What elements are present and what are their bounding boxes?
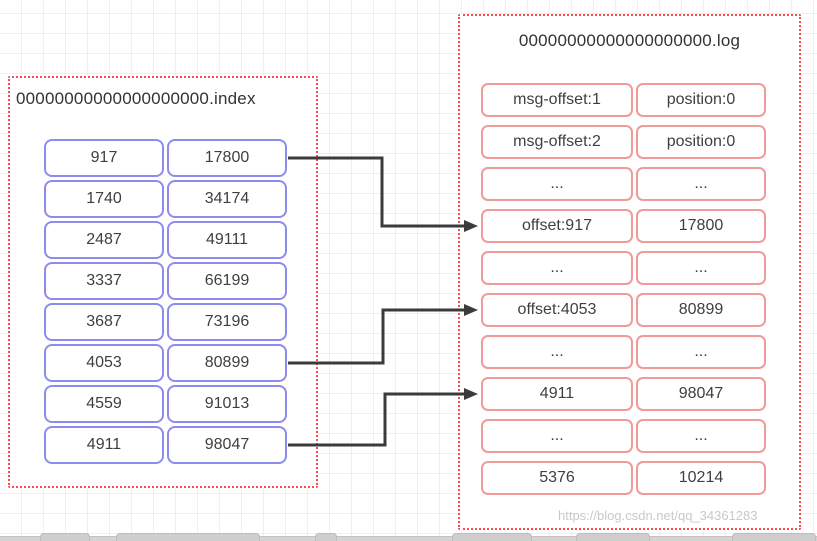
canvas-edge-shape — [116, 533, 260, 541]
index-row: 2487 49111 — [44, 221, 290, 259]
log-row: ... ... — [481, 251, 769, 285]
log-position-cell: 98047 — [636, 377, 766, 411]
index-file-box: 00000000000000000000.index 917 17800 174… — [8, 76, 318, 488]
canvas-edge-shape — [315, 533, 337, 541]
log-position-cell: 10214 — [636, 461, 766, 495]
log-row: 4911 98047 — [481, 377, 769, 411]
log-file-title: 00000000000000000000.log — [518, 31, 741, 50]
log-row: ... ... — [481, 419, 769, 453]
log-position-cell: ... — [636, 251, 766, 285]
canvas-edge-shape — [40, 533, 90, 541]
log-offset-cell: msg-offset:2 — [481, 125, 633, 159]
index-row: 3337 66199 — [44, 262, 290, 300]
log-position-cell: position:0 — [636, 83, 766, 117]
watermark: https://blog.csdn.net/qq_34361283 — [558, 508, 758, 523]
log-position-cell: ... — [636, 335, 766, 369]
canvas-edge-shape — [452, 533, 532, 541]
index-row: 1740 34174 — [44, 180, 290, 218]
log-position-cell: 17800 — [636, 209, 766, 243]
index-row: 4053 80899 — [44, 344, 290, 382]
log-offset-cell: 4911 — [481, 377, 633, 411]
log-row: offset:917 17800 — [481, 209, 769, 243]
index-offset-cell: 3337 — [44, 262, 164, 300]
index-offset-cell: 4559 — [44, 385, 164, 423]
log-offset-cell: ... — [481, 167, 633, 201]
index-table: 917 17800 1740 34174 2487 49111 3337 661… — [44, 139, 290, 467]
index-offset-cell: 1740 — [44, 180, 164, 218]
index-offset-cell: 3687 — [44, 303, 164, 341]
index-row: 917 17800 — [44, 139, 290, 177]
log-offset-cell: ... — [481, 335, 633, 369]
log-table: msg-offset:1 position:0 msg-offset:2 pos… — [481, 83, 769, 503]
log-file-box: 00000000000000000000.log msg-offset:1 po… — [458, 14, 801, 530]
index-file-title: 00000000000000000000.index — [16, 89, 256, 108]
log-row: msg-offset:1 position:0 — [481, 83, 769, 117]
log-offset-cell: msg-offset:1 — [481, 83, 633, 117]
log-position-cell: ... — [636, 167, 766, 201]
index-position-cell: 34174 — [167, 180, 287, 218]
log-position-cell: 80899 — [636, 293, 766, 327]
log-offset-cell: ... — [481, 251, 633, 285]
index-position-cell: 91013 — [167, 385, 287, 423]
log-row: ... ... — [481, 335, 769, 369]
canvas-edge-shape — [576, 533, 650, 541]
log-row: ... ... — [481, 167, 769, 201]
index-offset-cell: 2487 — [44, 221, 164, 259]
log-offset-cell: 5376 — [481, 461, 633, 495]
index-row: 4559 91013 — [44, 385, 290, 423]
index-offset-cell: 917 — [44, 139, 164, 177]
log-offset-cell: ... — [481, 419, 633, 453]
index-position-cell: 17800 — [167, 139, 287, 177]
index-position-cell: 80899 — [167, 344, 287, 382]
log-row: msg-offset:2 position:0 — [481, 125, 769, 159]
index-position-cell: 49111 — [167, 221, 287, 259]
log-row: 5376 10214 — [481, 461, 769, 495]
log-position-cell: position:0 — [636, 125, 766, 159]
index-row: 4911 98047 — [44, 426, 290, 464]
index-position-cell: 98047 — [167, 426, 287, 464]
canvas-edge-shape — [732, 533, 816, 541]
log-row: offset:4053 80899 — [481, 293, 769, 327]
index-row: 3687 73196 — [44, 303, 290, 341]
index-offset-cell: 4911 — [44, 426, 164, 464]
log-position-cell: ... — [636, 419, 766, 453]
log-offset-cell: offset:917 — [481, 209, 633, 243]
index-offset-cell: 4053 — [44, 344, 164, 382]
index-position-cell: 66199 — [167, 262, 287, 300]
canvas-bottom-edge — [0, 536, 817, 541]
index-position-cell: 73196 — [167, 303, 287, 341]
log-offset-cell: offset:4053 — [481, 293, 633, 327]
